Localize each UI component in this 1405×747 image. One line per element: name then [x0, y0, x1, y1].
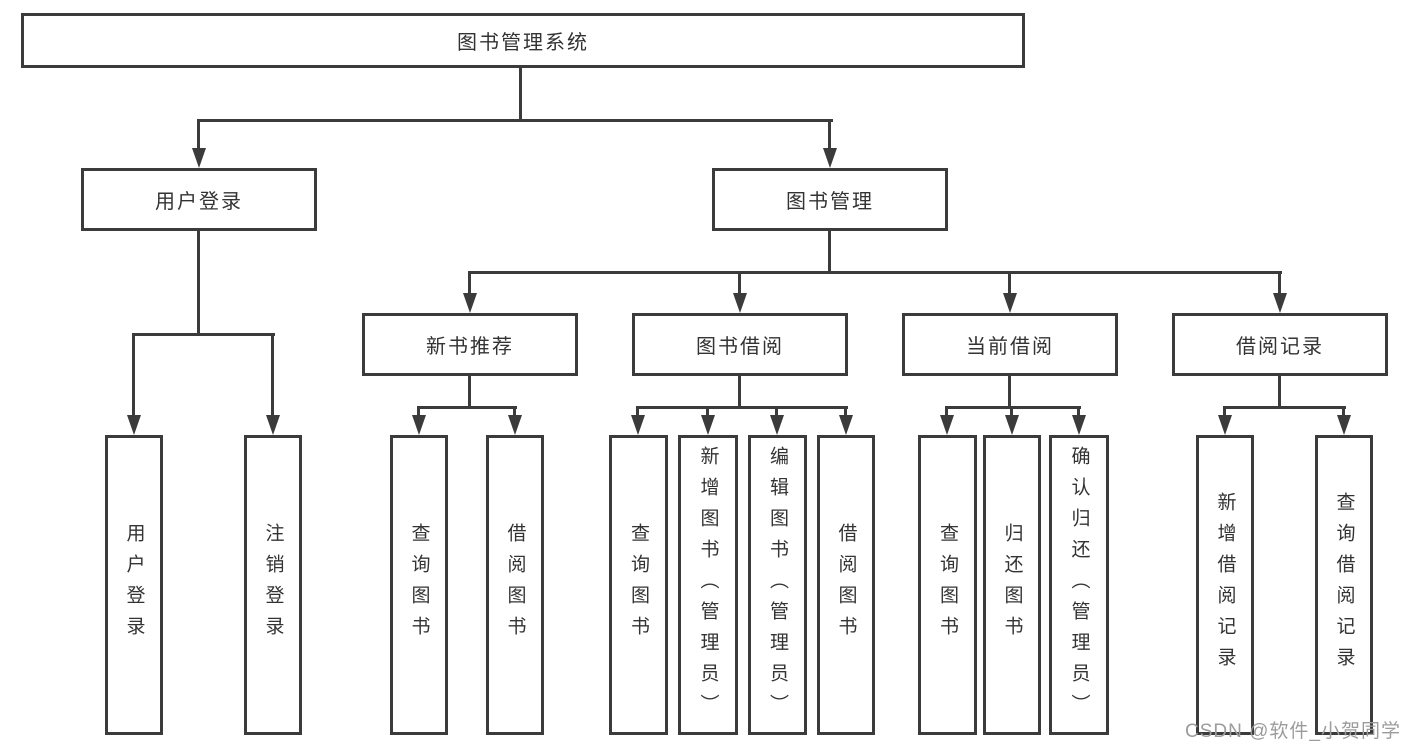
arrow-down-icon	[839, 415, 853, 435]
node-label: 图书管理	[786, 191, 874, 213]
arrow-down-icon	[127, 415, 141, 435]
arrow-down-icon	[940, 415, 954, 435]
node-label: 新书推荐	[426, 336, 514, 358]
arrow-down-icon	[192, 148, 206, 168]
node-label: 借阅图书	[835, 523, 857, 647]
node-label: 归还图书	[1001, 523, 1023, 647]
csdn-watermark: CSDN @软件_小贺同学	[1185, 721, 1401, 742]
connector-line	[132, 333, 275, 336]
connector-line	[636, 406, 639, 417]
node-label: 图书管理系统	[457, 32, 589, 54]
node-label: 借阅图书	[504, 523, 526, 647]
node-user-login: 用户登录	[81, 168, 317, 231]
arrow-down-icon	[1273, 293, 1287, 313]
arrow-down-icon	[508, 415, 522, 435]
arrow-down-icon	[266, 415, 280, 435]
arrow-down-icon	[733, 293, 747, 313]
node-label: 当前借阅	[966, 336, 1054, 358]
node-label: 新增图书（管理员）	[697, 445, 719, 725]
connector-line	[132, 333, 135, 417]
arrow-down-icon	[770, 415, 784, 435]
node-label: 用户登录	[155, 191, 243, 213]
connector-line	[417, 406, 420, 417]
connector-line	[519, 68, 522, 122]
connector-line	[1223, 406, 1226, 417]
arrow-down-icon	[631, 415, 645, 435]
arrow-down-icon	[701, 415, 715, 435]
leaf-current-return-book: 归还图书	[983, 435, 1041, 735]
connector-line	[738, 376, 741, 408]
connector-line	[1278, 271, 1281, 295]
connector-line	[828, 119, 831, 152]
connector-line	[945, 406, 1081, 409]
connector-line	[844, 406, 847, 417]
arrow-down-icon	[463, 293, 477, 313]
arrow-down-icon	[412, 415, 426, 435]
connector-line	[775, 406, 778, 417]
connector-line	[513, 406, 516, 417]
arrow-down-icon	[823, 148, 837, 168]
connector-line	[197, 231, 200, 335]
node-label: 借阅记录	[1236, 336, 1324, 358]
connector-line	[468, 271, 1282, 274]
connector-line	[1010, 406, 1013, 417]
node-label: 注销登录	[262, 523, 284, 647]
connector-line	[1008, 271, 1011, 295]
arrow-down-icon	[1003, 293, 1017, 313]
connector-line	[468, 271, 471, 295]
node-book-management: 图书管理	[712, 168, 948, 231]
connector-line	[945, 406, 948, 417]
node-label: 查询图书	[628, 523, 649, 647]
connector-line	[1077, 406, 1080, 417]
connector-line	[1342, 406, 1345, 417]
leaf-recommend-query-book: 查询图书	[390, 435, 448, 735]
node-label: 查询图书	[408, 523, 430, 647]
node-label: 用户登录	[123, 523, 145, 647]
connector-line	[417, 406, 517, 409]
arrow-down-icon	[1218, 415, 1232, 435]
leaf-borrow-add-book-admin: 新增图书（管理员）	[678, 435, 738, 735]
connector-line	[197, 119, 200, 152]
connector-line	[1223, 406, 1346, 409]
node-current-borrow: 当前借阅	[902, 313, 1118, 376]
connector-line	[706, 406, 709, 417]
leaf-recommend-borrow-book: 借阅图书	[486, 435, 544, 735]
connector-line	[1008, 376, 1011, 408]
arrow-down-icon	[1005, 415, 1019, 435]
node-label: 查询图书	[937, 523, 958, 647]
leaf-user-login: 用户登录	[105, 435, 163, 735]
node-label: 查询借阅记录	[1333, 492, 1355, 678]
arrow-down-icon	[1072, 415, 1086, 435]
node-label: 编辑图书（管理员）	[767, 445, 788, 725]
leaf-current-query-book: 查询图书	[918, 435, 977, 735]
leaf-records-query: 查询借阅记录	[1315, 435, 1373, 735]
connector-line	[197, 119, 833, 122]
connector-line	[738, 271, 741, 295]
leaf-logout: 注销登录	[244, 435, 302, 735]
leaf-records-add: 新增借阅记录	[1196, 435, 1254, 735]
node-label: 确认归还（管理员）	[1068, 445, 1090, 725]
node-label: 图书借阅	[696, 336, 784, 358]
connector-line	[271, 333, 274, 417]
leaf-current-confirm-return-admin: 确认归还（管理员）	[1049, 435, 1109, 735]
leaf-borrow-query-book: 查询图书	[609, 435, 668, 735]
node-label: 新增借阅记录	[1214, 492, 1236, 678]
node-book-borrow: 图书借阅	[632, 313, 848, 376]
arrow-down-icon	[1337, 415, 1351, 435]
leaf-borrow-edit-book-admin: 编辑图书（管理员）	[748, 435, 807, 735]
connector-line	[636, 406, 848, 409]
connector-line	[1278, 376, 1281, 408]
connector-line	[468, 376, 471, 408]
leaf-borrow-borrow-book: 借阅图书	[817, 435, 875, 735]
node-library-management-system: 图书管理系统	[21, 13, 1025, 68]
node-borrow-records: 借阅记录	[1172, 313, 1388, 376]
node-new-book-recommend: 新书推荐	[362, 313, 578, 376]
connector-line	[828, 231, 831, 274]
